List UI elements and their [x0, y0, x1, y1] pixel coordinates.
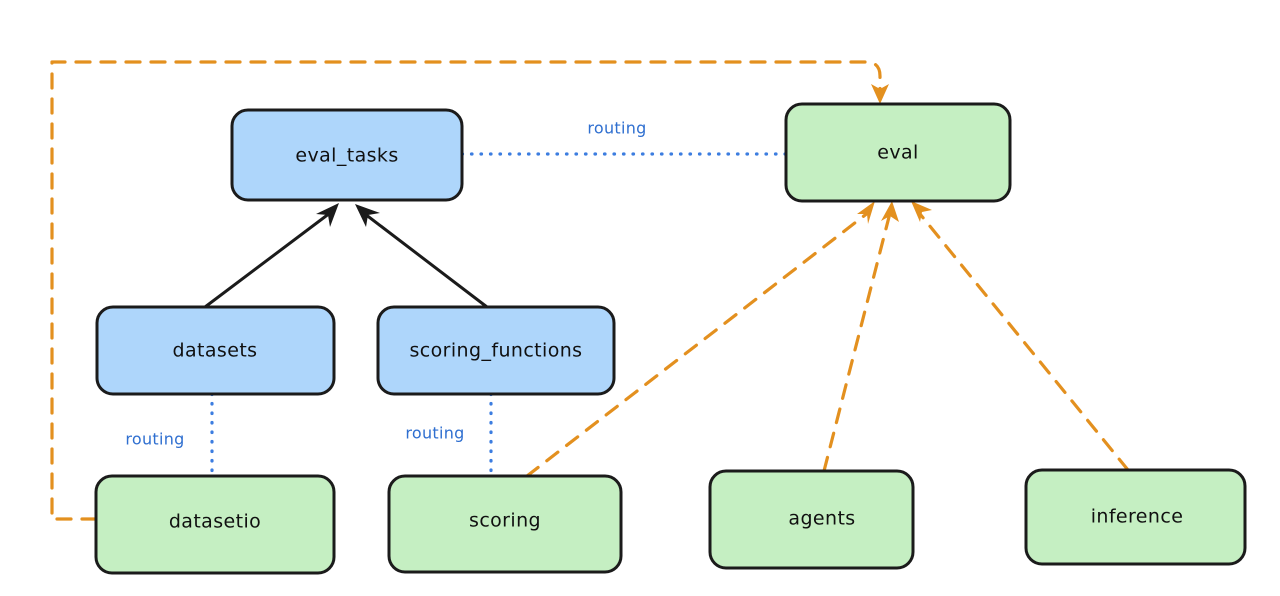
edge-agents-to-eval[interactable]	[816, 198, 900, 474]
node-datasets-shape[interactable]	[95, 305, 336, 396]
node-eval_tasks[interactable]: eval_tasks	[230, 108, 464, 202]
node-datasetio-shape[interactable]	[94, 474, 336, 575]
node-datasets[interactable]: datasets	[95, 305, 336, 396]
node-eval-shape[interactable]	[784, 102, 1012, 203]
edge-label-routing-datasets-datasetio: routing	[125, 430, 184, 449]
edge-datasetio-to-eval[interactable]	[42, 52, 890, 529]
edge-eval_tasks-to-eval[interactable]	[460, 144, 788, 164]
edge-scoring_functions-to-eval_tasks[interactable]	[340, 196, 494, 316]
node-agents[interactable]: agents	[708, 469, 915, 570]
edge-label-routing-eval-tasks-eval: routing	[587, 119, 646, 138]
edge-group-solid-dependencies	[198, 196, 494, 316]
node-inference[interactable]: inference	[1024, 468, 1247, 566]
node-scoring_functions[interactable]: scoring_functions	[376, 305, 616, 396]
node-scoring-shape[interactable]	[387, 474, 623, 574]
node-datasetio[interactable]: datasetio	[94, 474, 336, 575]
edge-group-dashed-dependencies	[42, 52, 1136, 529]
node-eval_tasks-shape[interactable]	[230, 108, 464, 202]
edge-label-routing-scoring-functions-scoring: routing	[405, 424, 464, 443]
node-scoring[interactable]: scoring	[387, 474, 623, 574]
edge-group-routing	[202, 144, 788, 478]
node-agents-shape[interactable]	[708, 469, 915, 570]
edge-inference-to-eval[interactable]	[905, 188, 1136, 472]
edge-datasets-to-datasetio[interactable]	[202, 392, 222, 478]
edge-datasets-to-eval_tasks[interactable]	[198, 196, 352, 316]
edge-scoring-to-eval[interactable]	[520, 196, 892, 484]
edge-scoring_functions-to-scoring[interactable]	[481, 392, 501, 478]
node-eval[interactable]: eval	[784, 102, 1012, 203]
node-scoring_functions-shape[interactable]	[376, 305, 616, 396]
node-inference-shape[interactable]	[1024, 468, 1247, 566]
